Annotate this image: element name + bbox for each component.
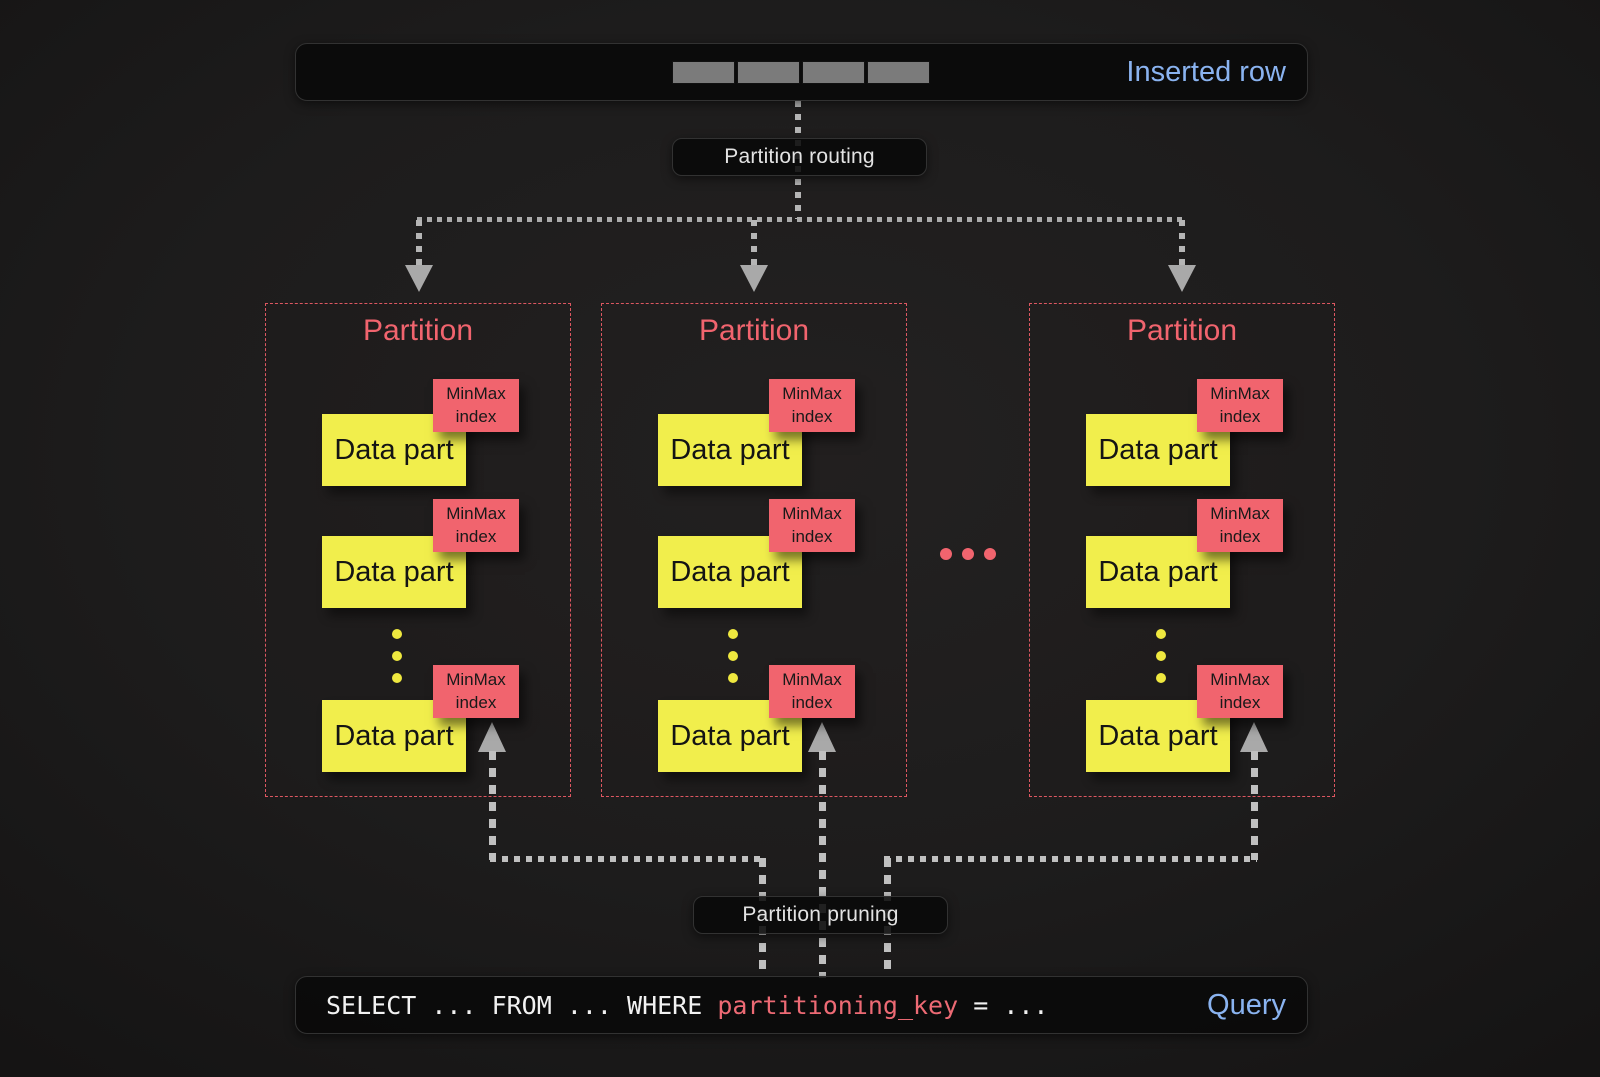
data-part-label: Data part (334, 433, 454, 466)
query-code: SELECT ... FROM ... WHERE partitioning_k… (326, 977, 1048, 1033)
data-part-label: Data part (334, 719, 454, 752)
data-part-label: Data part (670, 555, 790, 588)
minmax-line1: MinMax (446, 504, 506, 524)
inserted-row-cells (672, 61, 930, 84)
arrow-up-icon (478, 722, 506, 752)
minmax-line2: index (1219, 692, 1261, 712)
more-parts-ellipsis (392, 629, 402, 683)
branch-drop-left (416, 220, 422, 266)
branch-drop-right (1179, 220, 1185, 266)
inserted-row-bar: Inserted row (295, 43, 1308, 101)
minmax-line1: MinMax (1210, 670, 1270, 690)
minmax-line2: index (1219, 526, 1261, 546)
minmax-line1: MinMax (446, 670, 506, 690)
partition-box-2: Partition MinMax index Data part MinMax … (601, 303, 907, 797)
minmax-line1: MinMax (1210, 504, 1270, 524)
query-partitioning-key: partitioning_key (717, 990, 959, 1020)
pruning-line-left-horizontal (490, 856, 766, 862)
query-code-before: SELECT ... FROM ... WHERE (326, 990, 718, 1020)
more-partitions-ellipsis (940, 548, 996, 560)
minmax-index-tag: MinMax index (769, 379, 855, 432)
partition-routing-text: Partition routing (724, 145, 875, 168)
partition-pruning-label: Partition pruning (693, 896, 948, 934)
minmax-line2: index (791, 406, 833, 426)
minmax-line1: MinMax (446, 384, 506, 404)
row-cell (737, 61, 800, 84)
minmax-index-tag: MinMax index (1197, 379, 1283, 432)
data-part-label: Data part (1098, 719, 1218, 752)
row-cell (867, 61, 930, 84)
partition-title: Partition (1126, 314, 1238, 347)
minmax-line1: MinMax (782, 384, 842, 404)
query-code-after: = ... (958, 990, 1049, 1020)
more-parts-ellipsis (1156, 629, 1166, 683)
minmax-line2: index (455, 406, 497, 426)
row-cell (672, 61, 735, 84)
minmax-index-tag: MinMax index (1197, 665, 1283, 718)
minmax-index-tag: MinMax index (433, 665, 519, 718)
row-cell (802, 61, 865, 84)
minmax-index-tag: MinMax index (433, 499, 519, 552)
minmax-index-tag: MinMax index (769, 665, 855, 718)
pruning-line-right-tail (1251, 751, 1258, 860)
pruning-line-left-tail (489, 751, 496, 860)
minmax-line2: index (791, 526, 833, 546)
partition-title: Partition (698, 314, 810, 347)
data-part: Data part (322, 700, 466, 772)
minmax-line2: index (1219, 406, 1261, 426)
minmax-line1: MinMax (1210, 384, 1270, 404)
data-part-label: Data part (670, 719, 790, 752)
query-bar: SELECT ... FROM ... WHERE partitioning_k… (295, 976, 1308, 1034)
minmax-index-tag: MinMax index (769, 499, 855, 552)
data-part-label: Data part (670, 433, 790, 466)
query-label: Query (1207, 988, 1286, 1021)
data-part-label: Data part (1098, 555, 1218, 588)
minmax-line1: MinMax (782, 670, 842, 690)
minmax-line2: index (791, 692, 833, 712)
data-part-label: Data part (1098, 433, 1218, 466)
pruning-line-middle (819, 751, 826, 978)
minmax-line1: MinMax (782, 504, 842, 524)
partition-routing-label: Partition routing (672, 138, 927, 176)
minmax-index-tag: MinMax index (1197, 499, 1283, 552)
minmax-line2: index (455, 526, 497, 546)
pruning-line-right-horizontal (884, 856, 1257, 862)
arrow-up-icon (808, 722, 836, 752)
inserted-row-label: Inserted row (1126, 55, 1286, 88)
data-part: Data part (1086, 414, 1230, 486)
more-parts-ellipsis (728, 629, 738, 683)
arrow-up-icon (1240, 722, 1268, 752)
arrow-down-icon (1168, 265, 1196, 292)
data-part-label: Data part (334, 555, 454, 588)
branch-drop-middle (751, 220, 757, 266)
partition-pruning-text: Partition pruning (742, 903, 899, 926)
partition-title: Partition (362, 314, 474, 347)
partition-box-1: Partition MinMax index Data part MinMax … (265, 303, 571, 797)
branch-line (417, 217, 1183, 222)
arrow-down-icon (405, 265, 433, 292)
partition-box-3: Partition MinMax index Data part MinMax … (1029, 303, 1335, 797)
arrow-down-icon (740, 265, 768, 292)
minmax-index-tag: MinMax index (433, 379, 519, 432)
minmax-line2: index (455, 692, 497, 712)
